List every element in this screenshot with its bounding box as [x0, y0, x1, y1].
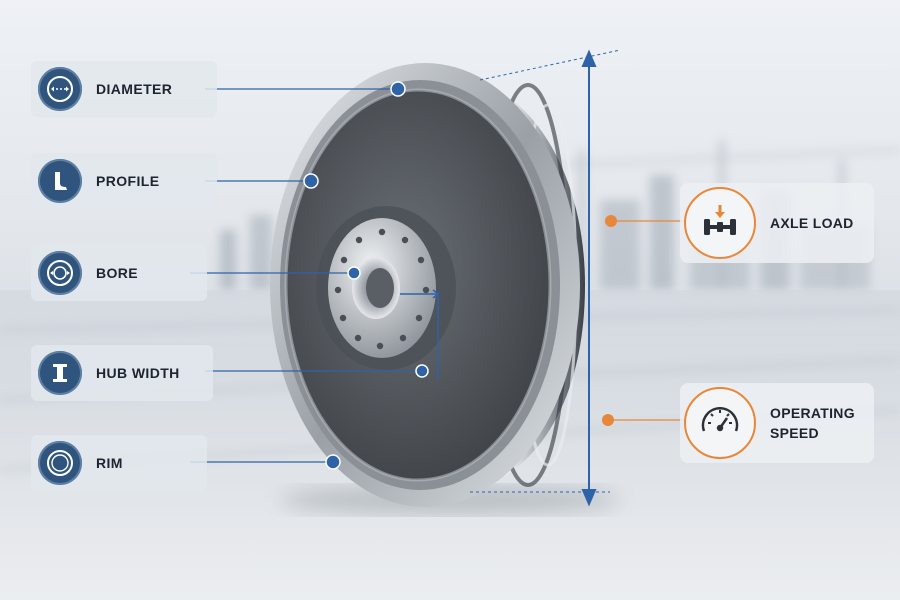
- label-card-profile: PROFILE: [31, 153, 217, 209]
- label-bore: BORE: [96, 265, 139, 281]
- speedometer-icon: [684, 387, 756, 459]
- axle-load-icon: [684, 187, 756, 259]
- label-operating-speed: OPERATING SPEED: [770, 403, 855, 443]
- label-axle-load: AXLE LOAD: [770, 213, 854, 233]
- label-operating-speed-line-2: SPEED: [770, 425, 819, 441]
- label-axle-load-line-1: AXLE LOAD: [770, 215, 854, 231]
- bore-icon: [38, 251, 82, 295]
- label-profile: PROFILE: [96, 173, 160, 189]
- diameter-dimension-line: [581, 49, 597, 507]
- rim-icon: [38, 441, 82, 485]
- label-card-bore: BORE: [31, 245, 207, 301]
- label-operating-speed-line-1: OPERATING: [770, 405, 855, 421]
- leader-dots-right: [602, 215, 617, 426]
- leader-lines-left: [190, 88, 422, 463]
- label-diameter: DIAMETER: [96, 81, 173, 97]
- label-hub-width: HUB WIDTH: [96, 365, 180, 381]
- profile-icon: [38, 159, 82, 203]
- label-rim: RIM: [96, 455, 123, 471]
- label-card-hub-width: HUB WIDTH: [31, 345, 213, 401]
- leader-dots-left: [303, 81, 429, 470]
- label-card-diameter: DIAMETER: [31, 61, 217, 117]
- hub-width-dimension: [400, 289, 440, 380]
- label-card-axle-load: AXLE LOAD: [680, 183, 874, 263]
- diameter-icon: [38, 67, 82, 111]
- label-card-operating-speed: OPERATING SPEED: [680, 383, 874, 463]
- hub-width-icon: [38, 351, 82, 395]
- leader-lines-right: [608, 220, 684, 421]
- label-card-rim: RIM: [31, 435, 207, 491]
